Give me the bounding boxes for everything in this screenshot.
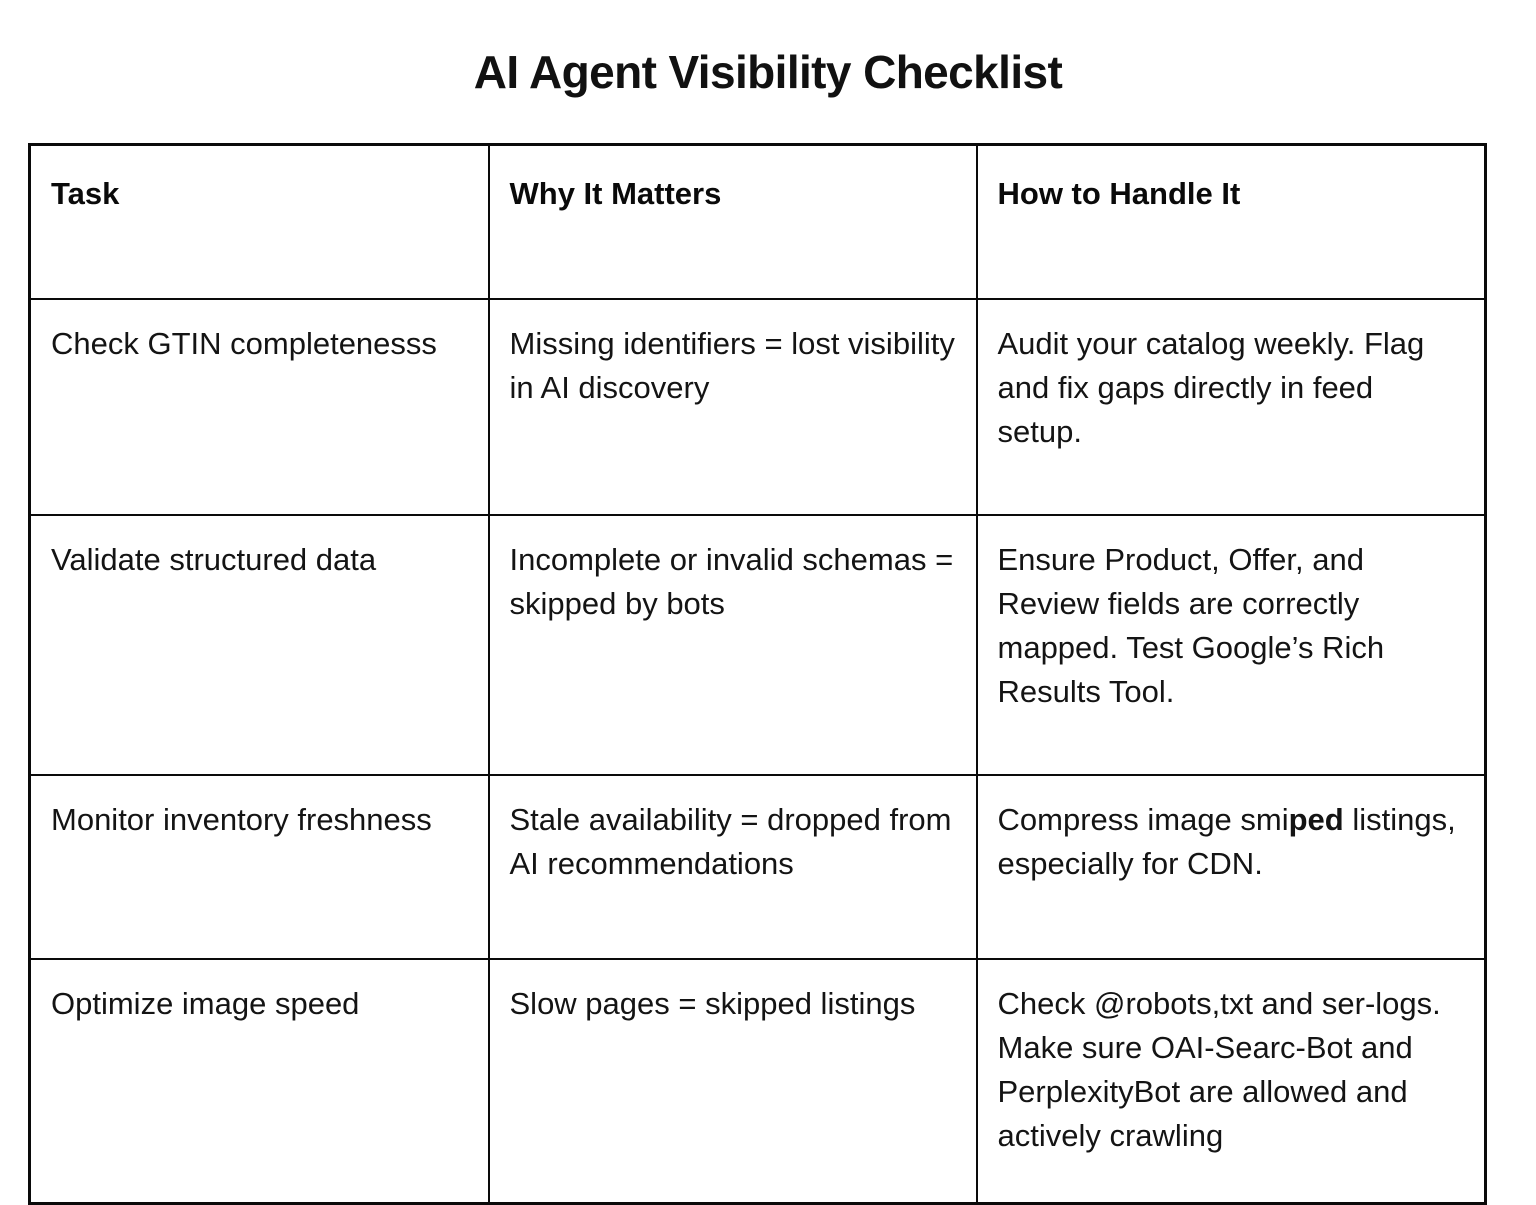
checklist-table: Task Why It Matters How to Handle It Che… — [28, 143, 1487, 1205]
cell-how-emphasis: ped — [1288, 802, 1344, 837]
cell-task: Optimize image speed — [28, 958, 490, 1205]
table-header-row: Task Why It Matters How to Handle It — [28, 143, 1487, 300]
cell-task: Monitor inventory freshness — [28, 774, 490, 960]
cell-why: Stale availability = dropped from AI rec… — [487, 774, 978, 960]
cell-how-suffix: listings, especially for CDN. — [997, 802, 1456, 882]
column-header-task: Task — [28, 143, 490, 300]
checklist-table-container: Task Why It Matters How to Handle It Che… — [28, 143, 1487, 1205]
cell-task: Validate structured data — [28, 514, 490, 776]
table-row: Optimize image speed Slow pages = skippe… — [28, 958, 1487, 1205]
table-row: Monitor inventory freshness Stale availa… — [28, 774, 1487, 960]
cell-how-prefix: Compress image smi — [997, 802, 1289, 837]
table-header: Task Why It Matters How to Handle It — [28, 143, 1487, 300]
column-header-how-to-handle-it: How to Handle It — [975, 143, 1487, 300]
cell-how: Check @robots,txt and ser-logs. Make sur… — [975, 958, 1487, 1205]
cell-how: Compress image smiped listings, especial… — [975, 774, 1487, 960]
cell-why: Slow pages = skipped listings — [487, 958, 978, 1205]
checklist-page: AI Agent Visibility Checklist Task Why I… — [28, 46, 1487, 1205]
cell-how: Audit your catalog weekly. Flag and fix … — [975, 298, 1487, 516]
table-row: Check GTIN completenesss Missing identif… — [28, 298, 1487, 516]
table-row: Validate structured data Incomplete or i… — [28, 514, 1487, 776]
cell-why: Incomplete or invalid schemas = skipped … — [487, 514, 978, 776]
column-header-why-it-matters: Why It Matters — [487, 143, 978, 300]
cell-how: Ensure Product, Offer, and Review fields… — [975, 514, 1487, 776]
page-title: AI Agent Visibility Checklist — [473, 46, 1063, 98]
table-body: Check GTIN completenesss Missing identif… — [28, 298, 1487, 1205]
cell-task: Check GTIN completenesss — [28, 298, 490, 516]
cell-why: Missing identifiers = lost visibility in… — [487, 298, 978, 516]
